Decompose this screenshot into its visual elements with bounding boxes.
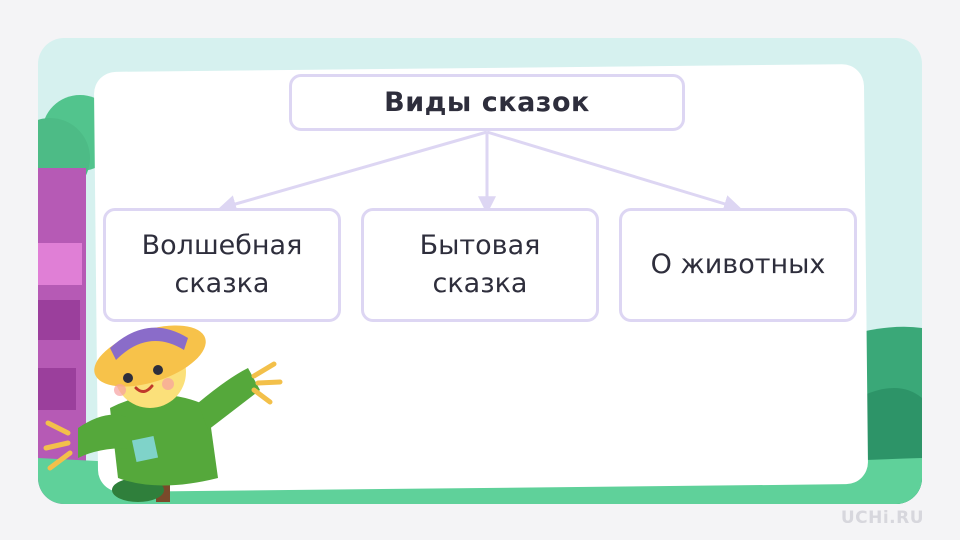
diagram-node-magic-tale: Волшебная сказка (103, 208, 341, 322)
node-label: Волшебная сказка (141, 230, 303, 299)
diagram-node-everyday-tale: Бытовая сказка (361, 208, 599, 322)
connector-right (486, 130, 742, 213)
scarecrow-illustration (43, 325, 283, 502)
diagram-root-node: Виды сказок (289, 74, 685, 131)
brand-logo: UCHi.RU (840, 508, 924, 528)
connector-left (218, 130, 488, 213)
node-label: О животных (650, 249, 826, 280)
diagram-title: Виды сказок (384, 87, 590, 118)
diagram-node-animal-tale: О животных (619, 208, 857, 322)
node-label: Бытовая сказка (419, 230, 541, 299)
